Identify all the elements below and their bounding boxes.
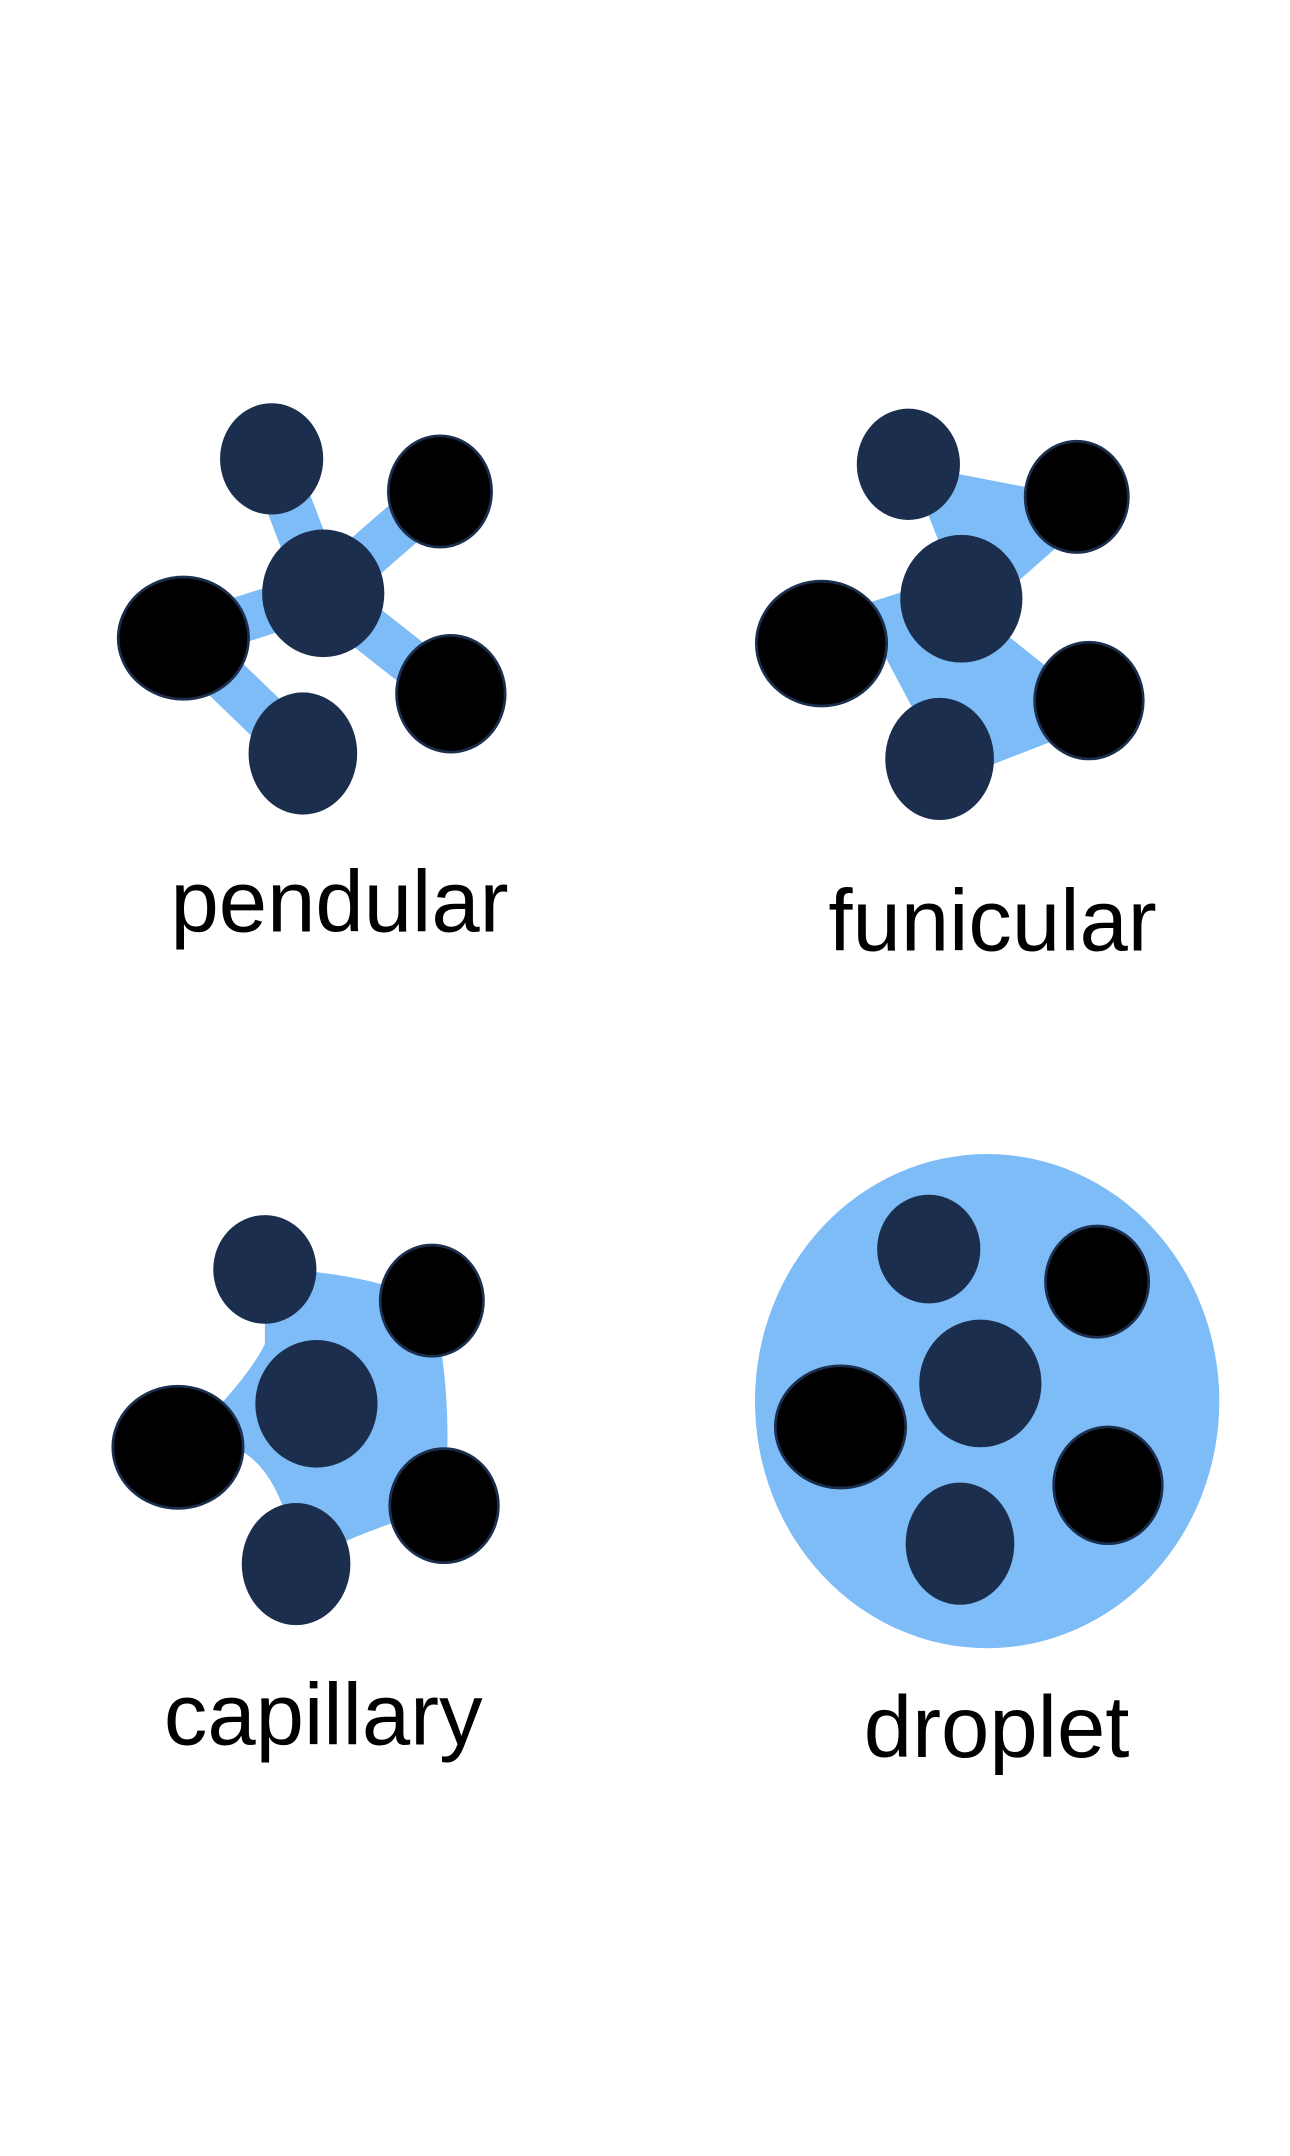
particle bbox=[387, 434, 493, 549]
particle bbox=[395, 634, 507, 754]
particle bbox=[1044, 1224, 1151, 1339]
particle bbox=[116, 575, 250, 701]
particle bbox=[905, 1482, 1015, 1605]
particle bbox=[241, 1502, 351, 1626]
particles bbox=[773, 1194, 1164, 1605]
particle bbox=[262, 529, 385, 658]
particle bbox=[378, 1243, 485, 1358]
particles bbox=[754, 408, 1145, 821]
particle bbox=[248, 692, 358, 815]
particle bbox=[1023, 439, 1130, 554]
label-pendular: pendular bbox=[170, 853, 508, 950]
particle bbox=[213, 1215, 317, 1324]
label-capillary: capillary bbox=[164, 1667, 483, 1764]
panel-pendular: pendular bbox=[116, 403, 509, 950]
particle bbox=[111, 1384, 245, 1510]
particles bbox=[111, 1215, 500, 1626]
particle bbox=[885, 697, 994, 821]
particle bbox=[900, 534, 1023, 663]
label-funicular: funicular bbox=[828, 872, 1156, 969]
panel-funicular: funicular bbox=[754, 408, 1157, 969]
particle bbox=[877, 1194, 981, 1304]
particles bbox=[116, 403, 507, 815]
particle bbox=[856, 408, 960, 520]
particle bbox=[1033, 640, 1145, 761]
particle bbox=[773, 1364, 908, 1490]
panel-capillary: capillary bbox=[111, 1215, 500, 1764]
particle bbox=[754, 579, 889, 708]
particle bbox=[388, 1447, 500, 1565]
particle bbox=[255, 1340, 378, 1468]
label-droplet: droplet bbox=[864, 1679, 1130, 1776]
panel-droplet: droplet bbox=[754, 1154, 1220, 1776]
particle bbox=[1052, 1425, 1164, 1546]
particle bbox=[919, 1319, 1042, 1448]
particle bbox=[220, 403, 324, 515]
